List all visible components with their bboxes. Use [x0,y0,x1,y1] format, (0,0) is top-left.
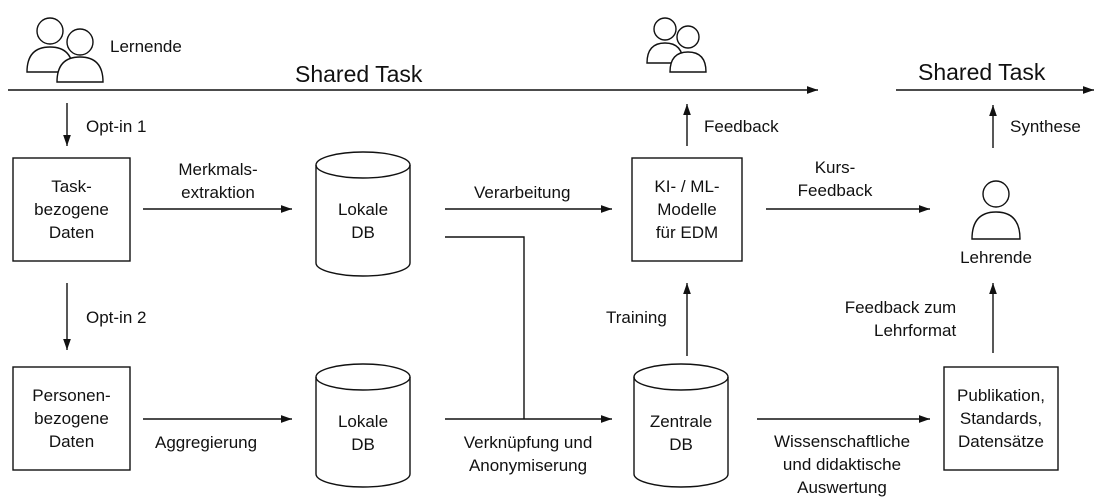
synthesis-label: Synthese [1010,117,1081,136]
learners-icon [26,17,104,83]
local-top-to-central-connector [445,236,525,419]
aggregation-label: Aggregierung [155,433,258,452]
training-label: Training [606,308,667,327]
opt-in-2-label: Opt-in 2 [86,308,147,327]
learners-feedback-icon [646,17,707,73]
opt-in-1-label: Opt-in 1 [86,117,147,136]
evaluation-label: Wissenschaftliche und didaktische Auswer… [773,432,911,497]
shared-task-label-right: Shared Task [918,59,1046,85]
feature-extraction-label: Merkmals- extraktion [178,160,258,202]
person-data-box [12,366,131,471]
format-feedback-label: Feedback zum Lehrformat [844,298,957,340]
task-data-box [12,157,131,262]
local-db-bottom-label: Lokale DB [337,412,389,454]
local-db-bottom-cylinder [315,363,411,488]
models-box [631,157,743,262]
teachers-label: Lehrende [960,248,1032,267]
teacher-icon [971,180,1021,240]
local-db-top-label: Lokale DB [337,200,389,242]
publication-box [943,366,1059,471]
processing-label: Verarbeitung [474,183,571,202]
course-feedback-label: Kurs- Feedback [797,158,873,200]
feedback-label: Feedback [704,117,779,136]
linking-label: Verknüpfung und Anonymiserung [463,433,593,475]
task-data-label: Task- bezogene Daten [34,177,109,242]
central-db-label: Zentrale DB [649,412,713,454]
learners-label: Lernende [110,37,182,56]
publication-label: Publikation, Standards, Datensätze [957,386,1045,451]
person-data-label: Personen- bezogene Daten [32,386,111,451]
local-db-top-cylinder [315,151,411,277]
central-db-cylinder [633,363,729,488]
models-label: KI- / ML- Modelle für EDM [654,177,720,242]
shared-task-label-left: Shared Task [295,61,423,87]
